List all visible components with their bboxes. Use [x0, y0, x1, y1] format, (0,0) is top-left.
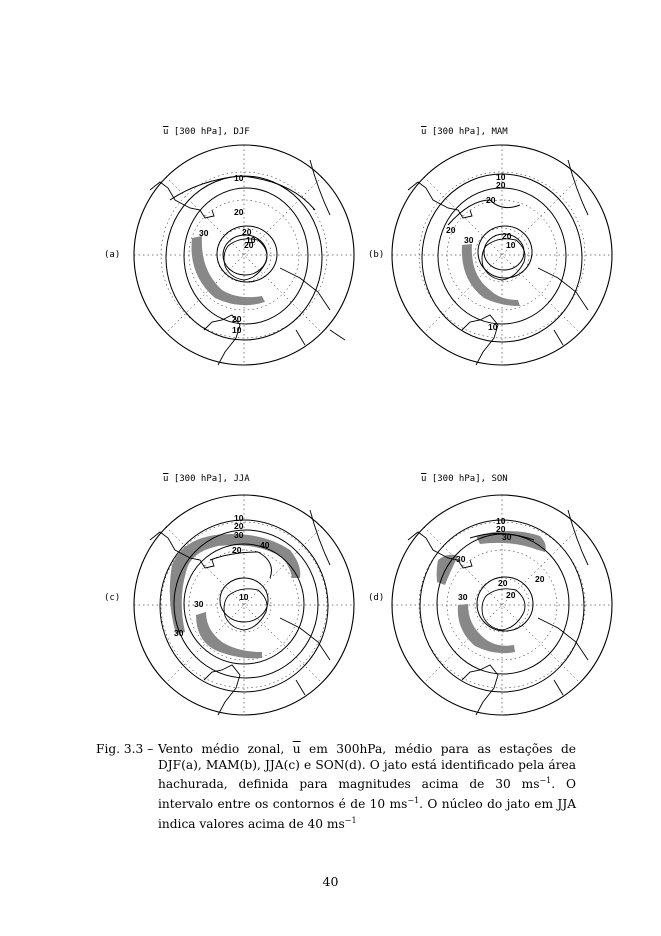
contour-label: 30 [502, 532, 512, 542]
contour-label: 20 [234, 207, 244, 217]
contour-label: 10 [246, 235, 256, 245]
contour-label: 20 [496, 180, 506, 190]
panel-a-label: (a) [104, 250, 121, 260]
contour-label: 10 [239, 592, 249, 602]
contour-label: 30 [234, 530, 244, 540]
contour-label: 10 [488, 322, 498, 332]
contour-label: 20 [244, 240, 254, 250]
contour-label: 10 [234, 173, 244, 183]
contour-label: 20 [502, 231, 512, 241]
map-c-contour-labels: 10 20 30 40 20 10 30 30 [174, 513, 270, 638]
panel-c-title: u [300 hPa], JJA [163, 474, 250, 484]
panel-c-label: (c) [104, 593, 121, 603]
contour-label: 30 [464, 235, 474, 245]
map-a-frame [133, 144, 355, 366]
contour-label: 20 [232, 545, 242, 555]
contour-label: 20 [232, 314, 242, 324]
map-b-coastlines [407, 159, 589, 366]
map-d-contours [419, 519, 585, 693]
panel-b-title: u [300 hPa], MAM [421, 127, 508, 137]
map-b-contours [421, 173, 583, 343]
contour-label: 20 [486, 195, 496, 205]
map-c-contours [159, 519, 329, 693]
contour-label: 30 [174, 628, 184, 638]
contour-label: 30 [199, 228, 209, 238]
map-b-contour-labels: 10 20 20 20 30 10 20 10 [446, 172, 516, 332]
contour-label: 20 [506, 590, 516, 600]
panel-d-title: u [300 hPa], SON [421, 474, 508, 484]
map-c-jet-shading [169, 534, 301, 659]
map-b-jet-shading [461, 244, 520, 306]
figure-caption: Fig. 3.3 – Vento médio zonal, u em 300hP… [96, 742, 576, 832]
contour-label: 20 [234, 521, 244, 531]
contour-label: 30 [456, 554, 466, 564]
contour-label: 40 [260, 540, 270, 550]
contour-label: 10 [506, 240, 516, 250]
contour-label: 10 [234, 513, 244, 523]
map-c-coastlines [149, 509, 331, 716]
caption-text: Vento médio zonal, u em 300hPa, médio pa… [158, 742, 577, 831]
contour-label: 20 [496, 524, 506, 534]
panel-d-label: (d) [368, 593, 385, 603]
map-a-contours [165, 175, 323, 341]
contour-label: 20 [535, 574, 545, 584]
contour-label: 10 [232, 325, 242, 335]
figure-label: Fig. 3.3 – [96, 742, 154, 756]
page-number: 40 [322, 874, 339, 889]
contour-label: 20 [242, 227, 252, 237]
map-b-frame [391, 144, 613, 366]
contour-label: 20 [446, 225, 456, 235]
contour-label: 30 [458, 592, 468, 602]
contour-label: 10 [496, 516, 506, 526]
map-d-contour-labels: 10 20 30 30 20 20 30 20 [456, 516, 545, 602]
contour-label: 30 [194, 599, 204, 609]
panel-a-title: u [300 hPa], DJF [163, 127, 250, 137]
map-d-coastlines [407, 509, 589, 716]
contour-label: 20 [498, 578, 508, 588]
contour-label: 10 [496, 172, 506, 182]
panel-b-label: (b) [368, 250, 385, 260]
map-a-contour-labels: 10 20 20 20 10 30 20 10 [199, 173, 256, 335]
map-d-frame [391, 494, 613, 716]
map-a-jet-shading [191, 236, 265, 306]
map-a-coastlines [149, 159, 346, 366]
